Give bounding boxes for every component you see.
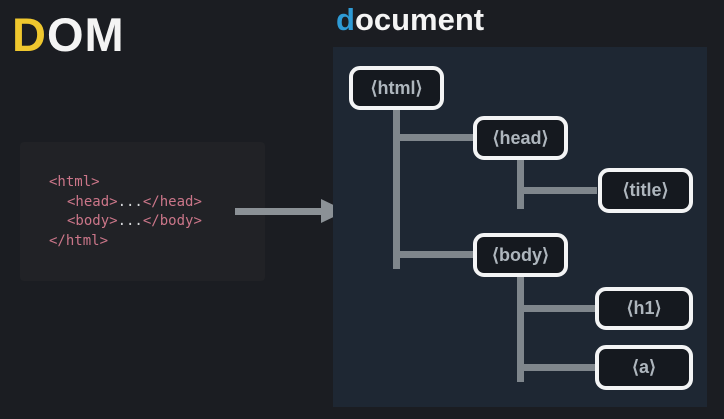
code-line-head: <head>...</head> [67, 193, 202, 210]
connector-html-stem [393, 109, 400, 269]
page-title: DOM [12, 10, 125, 60]
connector-body-stem [517, 276, 524, 382]
connector-body-to-h1 [517, 305, 595, 312]
html-source-panel: <html> <head>...</head> <body>...</body>… [20, 142, 265, 281]
tree-node-html-label: ⟨html⟩ [370, 77, 423, 98]
tree-node-body-label: ⟨body⟩ [491, 244, 550, 265]
page-title-highlight: D [12, 8, 47, 61]
tree-node-a: ⟨a⟩ [595, 345, 693, 390]
tree-node-h1-label: ⟨h1⟩ [626, 298, 662, 318]
tree-node-title-label: ⟨title⟩ [622, 180, 669, 200]
connector-html-to-body [393, 251, 473, 258]
tree-node-head: ⟨head⟩ [473, 116, 568, 160]
connector-head-to-title [517, 187, 597, 194]
flow-arrow-shaft [235, 208, 323, 215]
tree-node-title: ⟨title⟩ [598, 168, 693, 213]
connector-body-to-a [517, 364, 595, 371]
tree-node-body: ⟨body⟩ [473, 233, 568, 277]
tree-title-highlight: d [336, 2, 355, 37]
tree-node-h1: ⟨h1⟩ [595, 287, 693, 330]
tree-title-rest: ocument [354, 2, 485, 37]
code-line-body: <body>...</body> [67, 213, 202, 229]
code-line-html-close: </html> [49, 232, 109, 249]
tree-node-html: ⟨html⟩ [349, 66, 444, 110]
connector-html-to-head [393, 134, 473, 141]
tree-node-head-label: ⟨head⟩ [492, 127, 549, 148]
tree-node-a-label: ⟨a⟩ [631, 357, 657, 377]
html-source-code: <html> <head>...</head> <body>...</body>… [20, 142, 265, 251]
code-line-html-open: <html> [49, 174, 100, 190]
connector-head-stem [517, 159, 524, 209]
tree-title: document [336, 0, 484, 42]
page-title-rest: OM [46, 8, 125, 61]
